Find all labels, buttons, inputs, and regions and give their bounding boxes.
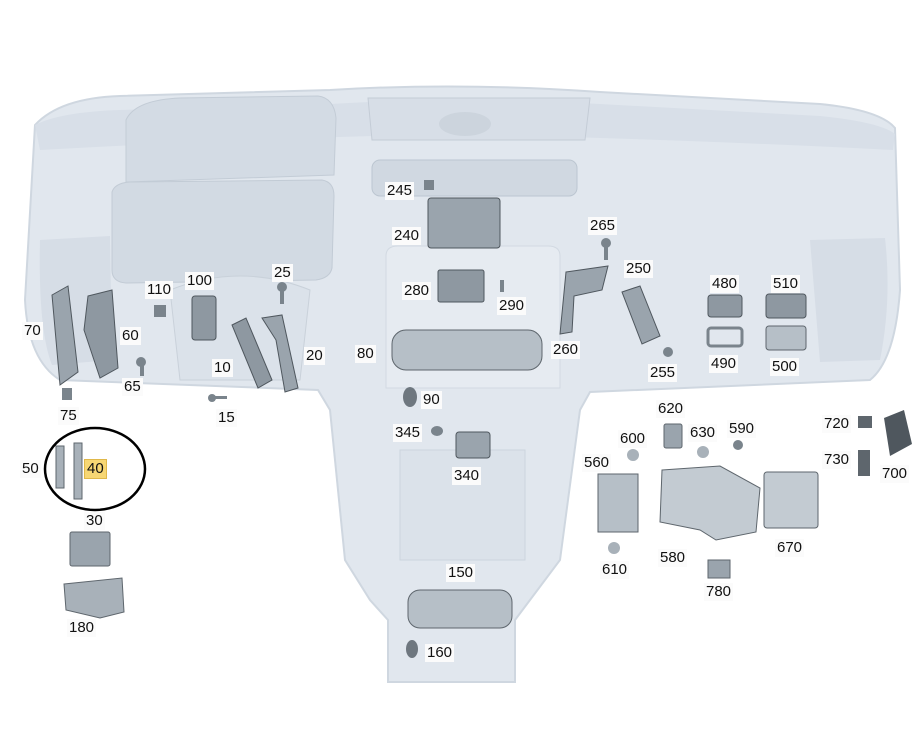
label-780[interactable]: 780 bbox=[704, 583, 734, 601]
part-15-screw bbox=[208, 394, 227, 402]
part-560-relay-block bbox=[597, 473, 639, 533]
part-670-box bbox=[763, 471, 819, 529]
part-260-bracket bbox=[559, 265, 609, 335]
part-590-washer bbox=[733, 440, 743, 450]
part-150-display bbox=[407, 589, 513, 629]
label-560[interactable]: 560 bbox=[582, 454, 612, 472]
label-255[interactable]: 255 bbox=[648, 364, 678, 382]
label-60[interactable]: 60 bbox=[120, 327, 141, 345]
label-580[interactable]: 580 bbox=[658, 549, 688, 567]
part-240-module bbox=[427, 197, 501, 249]
label-20[interactable]: 20 bbox=[304, 347, 325, 365]
part-40-module bbox=[73, 442, 83, 500]
part-255-screw bbox=[663, 347, 673, 357]
label-100[interactable]: 100 bbox=[185, 272, 215, 290]
label-620[interactable]: 620 bbox=[656, 400, 686, 418]
part-25-screw bbox=[277, 282, 287, 304]
part-160-knob bbox=[406, 640, 418, 658]
label-720[interactable]: 720 bbox=[822, 415, 852, 433]
part-600-grommet bbox=[627, 449, 639, 461]
label-65[interactable]: 65 bbox=[122, 378, 143, 396]
part-75-clip bbox=[62, 388, 72, 400]
part-90-knob bbox=[403, 387, 417, 407]
label-40[interactable]: 40 bbox=[84, 459, 107, 479]
part-490-frame bbox=[706, 326, 744, 348]
part-60-unit bbox=[83, 289, 119, 379]
label-290[interactable]: 290 bbox=[497, 297, 527, 315]
label-180[interactable]: 180 bbox=[67, 619, 97, 637]
label-160[interactable]: 160 bbox=[425, 644, 455, 662]
label-50[interactable]: 50 bbox=[20, 460, 41, 478]
label-110[interactable]: 110 bbox=[145, 281, 173, 299]
label-10[interactable]: 10 bbox=[212, 359, 233, 377]
part-500-switch bbox=[765, 325, 807, 351]
label-75[interactable]: 75 bbox=[58, 407, 79, 425]
part-250-module bbox=[621, 285, 661, 345]
part-30-module bbox=[69, 531, 111, 567]
part-110-clip bbox=[154, 305, 166, 317]
part-280-connector bbox=[437, 269, 485, 303]
label-280[interactable]: 280 bbox=[402, 282, 432, 300]
part-65-screw bbox=[136, 357, 146, 376]
part-610-grommet bbox=[608, 542, 620, 554]
label-150[interactable]: 150 bbox=[446, 564, 476, 582]
part-510-switch bbox=[765, 293, 807, 319]
label-700[interactable]: 700 bbox=[880, 465, 910, 483]
instrument-hood bbox=[125, 95, 337, 183]
part-720-clip bbox=[858, 416, 872, 428]
part-100-module bbox=[191, 295, 217, 341]
part-480-switch bbox=[707, 294, 743, 318]
part-50-bracket bbox=[55, 445, 65, 489]
center-vents bbox=[371, 159, 578, 197]
label-590[interactable]: 590 bbox=[727, 420, 757, 438]
left-display bbox=[111, 179, 335, 284]
label-340[interactable]: 340 bbox=[452, 467, 482, 485]
label-480[interactable]: 480 bbox=[710, 275, 740, 293]
part-20-bracket bbox=[261, 314, 299, 393]
part-10-bracket bbox=[231, 317, 273, 389]
part-340-module bbox=[455, 431, 491, 459]
label-90[interactable]: 90 bbox=[421, 391, 442, 409]
label-510[interactable]: 510 bbox=[771, 275, 801, 293]
speaker-grille bbox=[439, 112, 491, 136]
part-730-connector bbox=[858, 450, 870, 476]
label-30[interactable]: 30 bbox=[84, 512, 105, 530]
label-25[interactable]: 25 bbox=[272, 264, 293, 282]
label-610[interactable]: 610 bbox=[600, 561, 630, 579]
label-500[interactable]: 500 bbox=[770, 358, 800, 376]
highlight-circle bbox=[43, 426, 147, 512]
part-290-screw bbox=[500, 280, 504, 292]
label-250[interactable]: 250 bbox=[624, 260, 654, 278]
label-240[interactable]: 240 bbox=[392, 227, 422, 245]
label-245[interactable]: 245 bbox=[385, 182, 415, 200]
part-265-screw bbox=[601, 238, 611, 260]
part-80-cluster bbox=[391, 329, 543, 371]
right-lower-dash bbox=[810, 238, 888, 362]
label-630[interactable]: 630 bbox=[688, 424, 718, 442]
label-730[interactable]: 730 bbox=[822, 451, 852, 469]
part-630-grommet bbox=[697, 446, 709, 458]
label-345[interactable]: 345 bbox=[393, 424, 423, 442]
label-15[interactable]: 15 bbox=[216, 409, 237, 427]
part-780-connector bbox=[707, 559, 731, 579]
part-180-cover bbox=[63, 577, 125, 619]
label-80[interactable]: 80 bbox=[355, 345, 376, 363]
label-600[interactable]: 600 bbox=[618, 430, 648, 448]
label-490[interactable]: 490 bbox=[709, 355, 739, 373]
label-265[interactable]: 265 bbox=[588, 217, 618, 235]
label-70[interactable]: 70 bbox=[22, 322, 43, 340]
part-345-clip bbox=[431, 426, 443, 436]
part-620-module bbox=[663, 423, 683, 449]
label-670[interactable]: 670 bbox=[775, 539, 805, 557]
part-580-bracket bbox=[659, 465, 761, 541]
label-260[interactable]: 260 bbox=[551, 341, 581, 359]
part-70-frame bbox=[51, 285, 79, 386]
part-245-clip bbox=[424, 180, 434, 190]
part-700-module bbox=[884, 410, 912, 456]
